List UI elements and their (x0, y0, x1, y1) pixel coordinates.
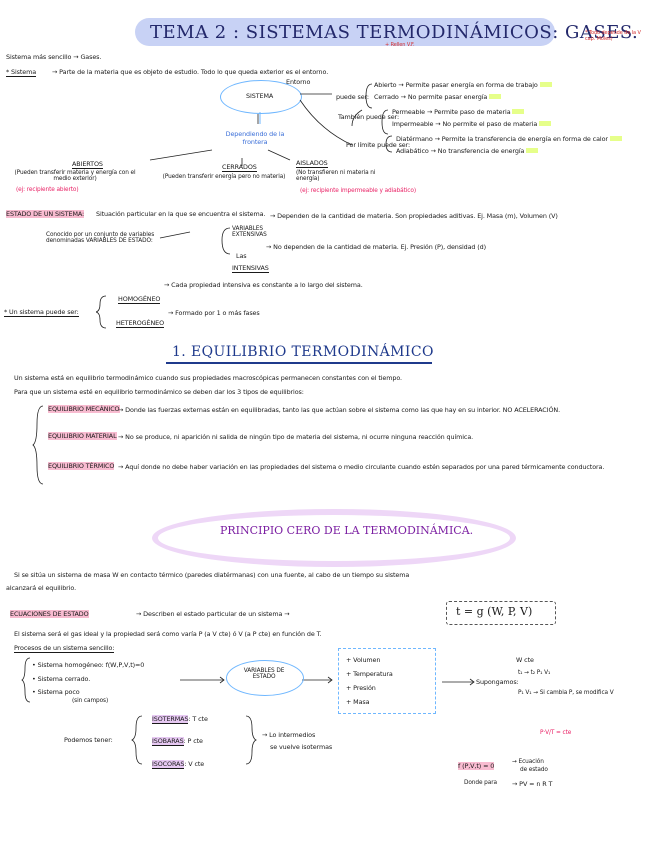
formula: t = g (W, P, V) (456, 605, 533, 618)
right-item-2: Cerrado → No permite pasar energía (374, 93, 502, 101)
eq-intro-1: Un sistema está en equilibrio termodinám… (14, 374, 402, 382)
puede-ser-2: * Un sistema puede ser: (4, 308, 79, 317)
p0-line-1: Si se sitúa un sistema de masa W en cont… (14, 571, 410, 579)
section-1-underline (166, 362, 432, 364)
sistema-node (220, 80, 302, 114)
pv-t-cte: P·V/T = cte (540, 730, 572, 736)
fpvt-note: → Ecuación (512, 759, 544, 765)
depende-frontera: Dependiendo de la frontera (225, 130, 285, 146)
right-item-1: Abierto → Permite pasar energía en forma… (374, 81, 552, 89)
fpvt: f (P,V,t) = 0 (458, 762, 495, 770)
vars-box (338, 648, 436, 714)
gas-ideal: → PV = n R T (512, 780, 553, 788)
right-item-5: Diatérmano → Permite la transferencia de… (396, 135, 622, 143)
w-cte: W cte (516, 656, 534, 664)
estado-label: ESTADO DE UN SISTEMA: (6, 210, 85, 218)
supongamos: Supongamos: (476, 678, 519, 686)
var-temperatura: + Temperatura (346, 670, 393, 678)
homogeneo-label: HOMOGÉNEO (118, 295, 161, 304)
var-volumen: + Volumen (346, 656, 381, 664)
top-note: * Todo depende de la V cap. Moles) (585, 30, 641, 42)
eq-material: EQUILIBRIO MATERIAL (48, 432, 117, 440)
eq-termico: EQUILIBRIO TÉRMICO (48, 462, 115, 470)
aislados-heading: AISLADOS (296, 159, 328, 168)
brace-note-1: → Lo intermedios (262, 731, 316, 739)
variables-estado-node (226, 660, 304, 696)
principio-ellipse (152, 509, 516, 567)
estado-desc: Situación particular en la que se encuen… (96, 210, 266, 218)
puede-ser-label: puede ser: (336, 93, 369, 101)
homog-brace (96, 295, 107, 329)
ecuaciones-label: ECUACIONES DE ESTADO (10, 610, 89, 618)
extensivas-desc: → Dependen de la cantidad de materia. So… (270, 212, 558, 220)
eq-material-desc: → No se produce, ni aparición ni salida … (118, 433, 474, 441)
por-limite-label: Por límite puede ser: (346, 141, 411, 149)
proc-s2: • Sistema cerrado. (32, 675, 91, 683)
entorno-label: Entorno (286, 78, 311, 86)
isocoras: ISOCORAS: V cte (152, 760, 205, 769)
abiertos-heading: ABIERTOS (72, 160, 103, 169)
intensivas-label: INTENSIVAS (232, 264, 269, 273)
variables-estado-label: VARIABLES DE ESTADO (243, 668, 285, 680)
procesos-brace (21, 657, 31, 703)
ecuaciones-desc: → Describen el estado particular de un s… (136, 610, 290, 618)
brace-note-2: se vuelve isotermas (270, 743, 333, 751)
eq-brace (32, 405, 44, 485)
las-label: Las (236, 252, 247, 260)
eq-intro-2: Para que un sistema esté en equilibrio t… (14, 388, 304, 396)
donde-para: Donde para (464, 780, 497, 786)
t1-t2: t₁ → t₂ P₁ V₁ (518, 670, 551, 676)
eq-termico-desc: → Aquí donde no debe haber variación en … (118, 463, 605, 471)
proc-arrows (131, 676, 475, 765)
right-item-3: Permeable → Permite paso de materia (392, 108, 525, 116)
aislados-desc: (No transfieren ni materia ni energía) (296, 170, 376, 182)
sistema-def: → Parte de la materia que es objeto de e… (52, 68, 329, 76)
p0-line-2: alcanzará el equilibrio. (6, 584, 77, 592)
sistema-node-label: SISTEMA (246, 92, 274, 100)
sistema-line: Sistema más sencillo → Gases. (6, 53, 102, 61)
isobaras: ISOBARAS: P cte (152, 737, 203, 746)
sistema-connectors (149, 83, 393, 255)
cerrados-heading: CERRADOS (222, 163, 257, 172)
section-1-heading: 1. EQUILIBRIO TERMODINÁMICO (172, 344, 434, 360)
procesos-label: Procesos de un sistema sencillo: (14, 644, 115, 653)
proc-s3: • Sistema poco (32, 688, 80, 696)
proc-s1: • Sistema homogéneo: f(W,P,V,t)=0 (32, 661, 145, 669)
eq-mecanico: EQUILIBRIO MECÁNICO (48, 405, 120, 413)
fpvt-note-2: de estado (520, 767, 548, 773)
isotermas: ISOTERMAS: T cte (152, 715, 208, 724)
abiertos-example: (ej: recipiente abierto) (16, 187, 79, 193)
tambien-label: También puede ser: (338, 113, 400, 121)
title-highlight (135, 18, 555, 46)
podemos-tener: Podemos tener: (64, 736, 113, 744)
homogeneo-desc: → Cada propiedad intensiva es constante … (164, 281, 363, 289)
heterogeneo-label: HETEROGÉNEO (116, 319, 164, 328)
page-title: TEMA 2 : SISTEMAS TERMODINÁMICOS: GASES. (150, 22, 639, 43)
eq-mecanico-desc: → Donde las fuerzas externas están en eq… (118, 406, 560, 414)
right-item-6: Adiabático → No transferencia de energía (396, 147, 539, 155)
proc-s3b: (sin campos) (72, 698, 109, 704)
principio-heading: PRINCIPIO CERO DE LA TERMODINÁMICA. (220, 524, 474, 537)
extensivas-label: VARIABLES EXTENSIVAS (232, 226, 267, 238)
top-note-2: + Rellen V.F. (385, 42, 415, 48)
heterogeneo-desc: → Formado por 1 o más fases (168, 309, 260, 317)
cerrados-desc: (Pueden transferir energía pero no mater… (162, 174, 286, 180)
right-item-4: Impermeable → No permite el paso de mate… (392, 120, 552, 128)
conocido-text: Conocido por un conjunto de variables de… (46, 232, 155, 244)
p1-v1: P₁ V₁ → Si cambia P, se modifica V (518, 690, 614, 696)
sistema-word: * Sistema (6, 68, 37, 77)
aislados-example: (ej: recipiente impermeable y adiabático… (300, 188, 416, 194)
var-masa: + Masa (346, 698, 370, 706)
intensivas-desc: → No dependen de la cantidad de materia.… (266, 243, 487, 251)
var-presion: + Presión (346, 684, 376, 692)
abiertos-desc: (Pueden transferir materia y energía con… (14, 170, 136, 182)
formula-box (446, 601, 556, 625)
ecu-line-2: El sistema será el gas ideal y la propie… (14, 630, 322, 638)
